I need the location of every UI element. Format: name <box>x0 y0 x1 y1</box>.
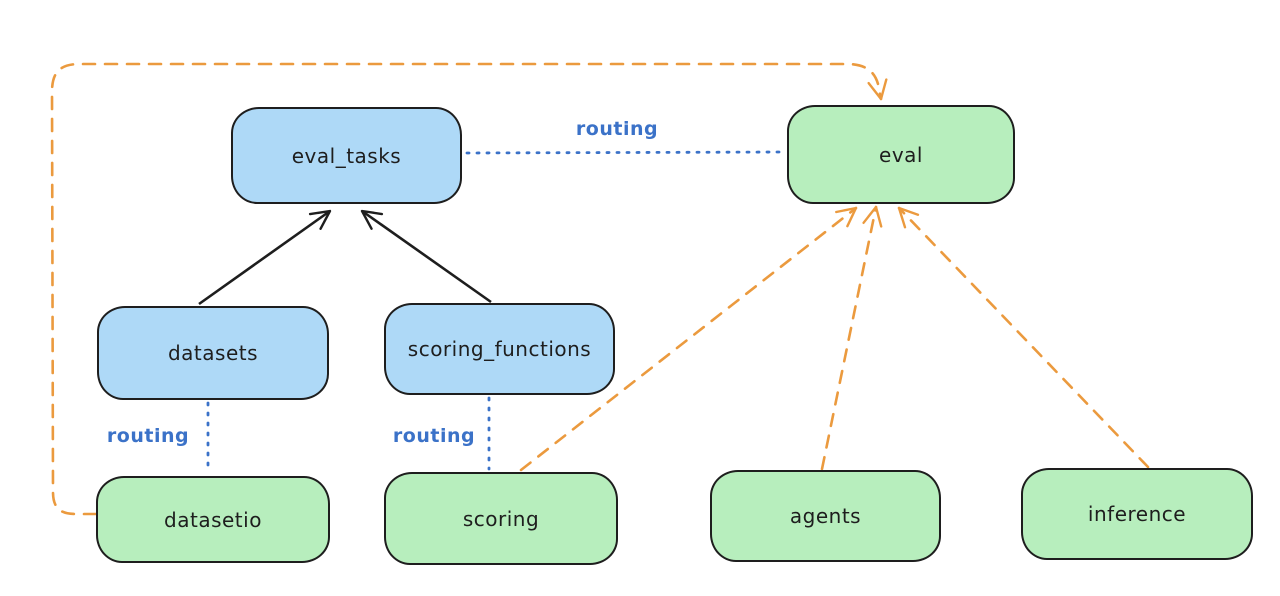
node-datasets-label: datasets <box>167 341 259 365</box>
node-datasetio-label: datasetio <box>164 507 262 532</box>
node-datasetio: datasetio <box>96 476 330 563</box>
node-eval-tasks: eval_tasks <box>231 107 462 204</box>
node-agents-label: agents <box>789 504 862 528</box>
node-eval-tasks-label: eval_tasks <box>291 143 402 168</box>
node-inference: inference <box>1021 468 1253 560</box>
node-scoring: scoring <box>384 472 618 565</box>
node-scoring-functions-label: scoring_functions <box>407 337 592 361</box>
dashed-arrow-inference-to-eval <box>897 206 1150 469</box>
edge-label-routing-eval-tasks-eval: routing <box>575 118 659 140</box>
dashed-arrow-agents-to-eval <box>820 205 883 471</box>
edge-label-routing-scoring-functions-scoring: routing <box>392 425 476 447</box>
dashed-arrow-scoring-to-eval <box>519 206 858 472</box>
node-scoring-label: scoring <box>462 506 540 531</box>
arrow-datasets-to-eval-tasks <box>198 209 332 306</box>
arrow-scoring-functions-to-eval-tasks <box>360 209 492 304</box>
node-inference-label: inference <box>1087 502 1187 526</box>
node-scoring-functions: scoring_functions <box>384 303 615 395</box>
node-eval-label: eval <box>879 142 923 167</box>
node-datasets: datasets <box>97 306 329 400</box>
edge-label-routing-datasets-datasetio: routing <box>106 425 190 447</box>
node-eval: eval <box>787 105 1015 204</box>
dotted-line-eval-tasks-to-eval <box>465 150 787 155</box>
node-agents: agents <box>710 470 941 562</box>
